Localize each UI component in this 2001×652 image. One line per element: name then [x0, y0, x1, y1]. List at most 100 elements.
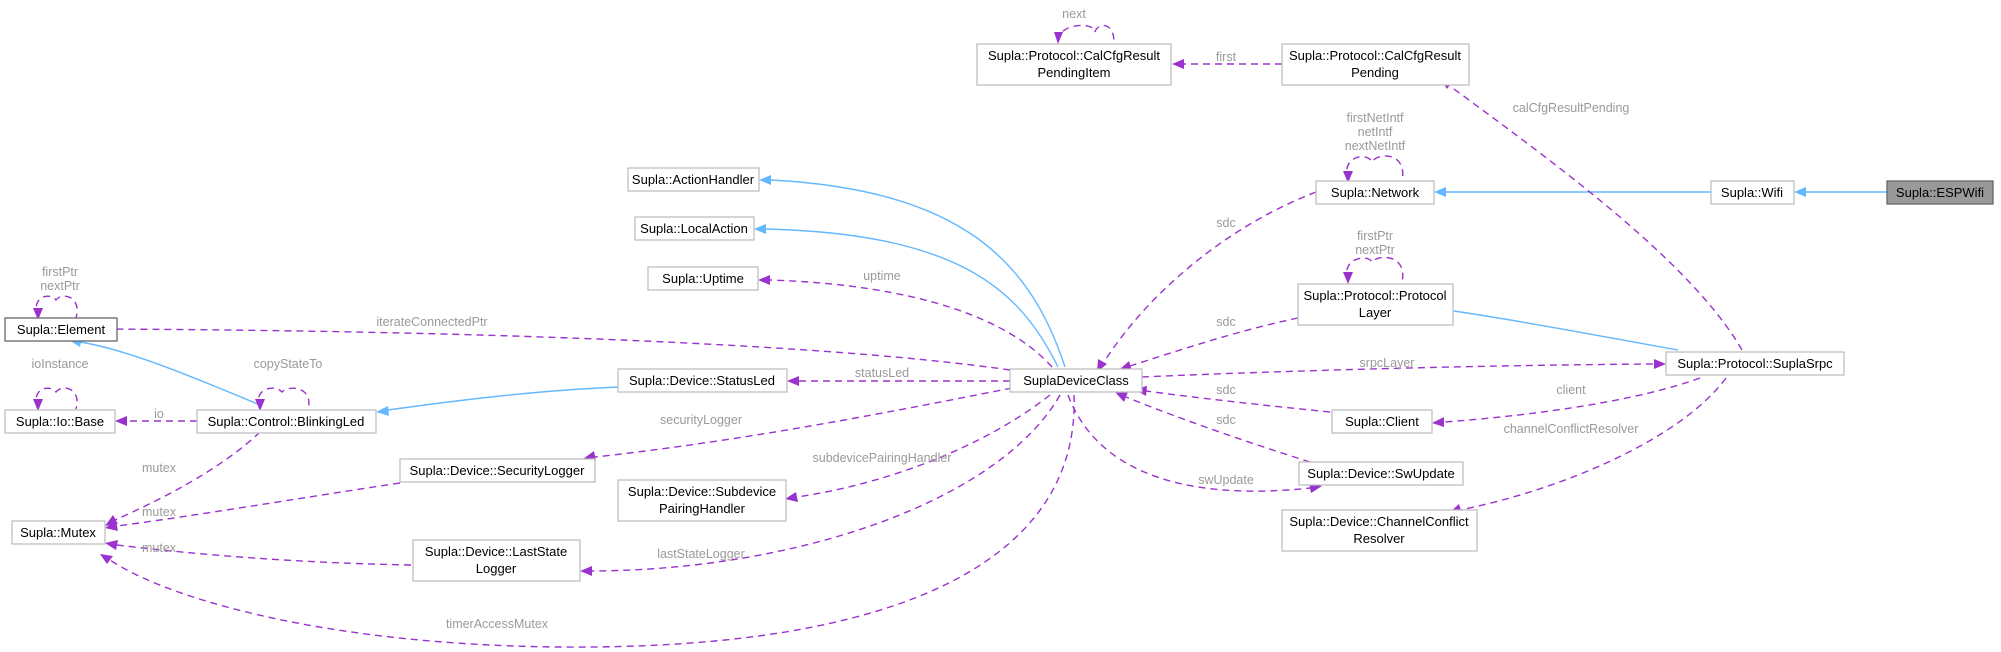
label-mutex-laststate: mutex: [142, 541, 177, 555]
node-label: Supla::Control::BlinkingLed: [208, 414, 365, 429]
arrowhead-icon: [100, 554, 113, 564]
node-label: SuplaDeviceClass: [1023, 373, 1129, 388]
edge-deviceclass-laststate: [591, 394, 1061, 572]
node-label-line1: Supla::Device::LastState: [425, 544, 567, 559]
edge-deviceclass-mutex: [109, 394, 1075, 648]
label-security-logger: securityLogger: [660, 413, 742, 427]
label-sdc-swupdate: sdc: [1216, 413, 1235, 427]
node-subdevice-pairing[interactable]: Supla::Device::Subdevice PairingHandler: [617, 479, 787, 522]
arrowhead-icon: [759, 175, 771, 185]
node-label: Supla::Client: [1345, 414, 1419, 429]
label-mutex-blinking: mutex: [142, 461, 177, 475]
label-io: io: [154, 407, 164, 421]
edge-protocol-self: [1345, 256, 1404, 283]
node-uptime[interactable]: Supla::Uptime: [647, 266, 759, 291]
arrowhead-icon: [787, 376, 799, 386]
edge-srpc-pending: [1449, 85, 1743, 351]
arrowhead-icon: [580, 566, 592, 576]
node-label: Supla::Wifi: [1721, 185, 1783, 200]
edge-deviceclass-actionhandler: [770, 179, 1066, 368]
label-next: next: [1062, 7, 1086, 21]
node-espwifi[interactable]: Supla::ESPWifi: [1886, 180, 1994, 205]
label-sdc-network: sdc: [1216, 216, 1235, 230]
arrowhead-icon: [1115, 392, 1128, 402]
arrowhead-icon: [255, 399, 265, 411]
node-calcfg-item[interactable]: Supla::Protocol::CalCfgResult PendingIte…: [976, 43, 1172, 86]
arrowhead-icon: [115, 416, 127, 426]
node-label: Supla::ESPWifi: [1896, 185, 1984, 200]
label-last-state-logger: lastStateLogger: [657, 547, 745, 561]
arrowhead-icon: [758, 275, 770, 285]
label-sw-update: swUpdate: [1198, 473, 1254, 487]
arrowhead-icon: [376, 406, 389, 416]
label-element-self-1: nextPtr: [40, 279, 80, 293]
edge-deviceclass-element: [88, 328, 1011, 371]
node-label-line1: Supla::Protocol::CalCfgResult: [1289, 48, 1461, 63]
edge-blinkingled-self: [257, 387, 310, 410]
node-label-line2: Layer: [1359, 305, 1392, 320]
node-status-led[interactable]: Supla::Device::StatusLed: [617, 368, 788, 393]
node-label: Supla::LocalAction: [640, 221, 748, 236]
edge-srpc-protocollayer: [1419, 305, 1679, 351]
node-network[interactable]: Supla::Network: [1315, 180, 1435, 205]
label-uptime: uptime: [863, 269, 901, 283]
node-wifi[interactable]: Supla::Wifi: [1710, 180, 1795, 205]
node-mutex[interactable]: Supla::Mutex: [11, 520, 106, 545]
label-srpc-layer: srpcLayer: [1360, 356, 1415, 370]
nodes: Supla::ESPWifi Supla::Wifi Supla::Networ…: [4, 43, 1994, 582]
node-blinking-led[interactable]: Supla::Control::BlinkingLed: [196, 409, 377, 434]
label-copy-state: copyStateTo: [254, 357, 323, 371]
label-sdc-protocol: sdc: [1216, 315, 1235, 329]
node-label: Supla::Uptime: [662, 271, 744, 286]
edge-deviceclass-securitylogger: [594, 387, 1013, 458]
node-io-base[interactable]: Supla::Io::Base: [4, 409, 116, 434]
node-label: Supla::Io::Base: [16, 414, 104, 429]
node-label-line2: PendingItem: [1038, 65, 1111, 80]
edge-deviceclass-localaction: [765, 228, 1059, 368]
node-label: Supla::Device::StatusLed: [629, 373, 775, 388]
label-channel-conflict: channelConflictResolver: [1504, 422, 1639, 436]
arrowhead-icon: [105, 540, 118, 550]
arrowhead-icon: [1654, 359, 1666, 369]
arrowhead-icon: [754, 224, 766, 234]
node-local-action[interactable]: Supla::LocalAction: [634, 216, 755, 241]
arrowhead-icon: [1343, 171, 1353, 183]
node-action-handler[interactable]: Supla::ActionHandler: [627, 167, 760, 192]
node-protocol-layer[interactable]: Supla::Protocol::Protocol Layer: [1297, 283, 1454, 326]
node-sw-update[interactable]: Supla::Device::SwUpdate: [1298, 461, 1464, 486]
label-element-self-0: firstPtr: [42, 265, 78, 279]
edge-swupdate-deviceclass: [1125, 396, 1311, 463]
label-client: client: [1556, 383, 1586, 397]
node-channel-conflict[interactable]: Supla::Device::ChannelConflict Resolver: [1281, 509, 1478, 552]
edge-io-self: [35, 387, 78, 410]
edge-calcfgitem-self: [1057, 24, 1115, 43]
edge-protocol-deviceclass: [1129, 317, 1299, 367]
node-last-state[interactable]: Supla::Device::LastState Logger: [412, 539, 581, 582]
edge-blinkingled-mutex: [114, 431, 261, 521]
label-iterate: iterateConnectedPtr: [376, 315, 487, 329]
edge-network-deviceclass: [1103, 191, 1317, 363]
label-first: first: [1216, 50, 1237, 64]
node-label-line1: Supla::Protocol::CalCfgResult: [988, 48, 1160, 63]
node-element[interactable]: Supla::Element: [4, 317, 118, 342]
node-label: Supla::Element: [17, 322, 106, 337]
arrowhead-icon: [105, 521, 118, 531]
node-device-class[interactable]: SuplaDeviceClass: [1009, 368, 1143, 393]
node-client[interactable]: Supla::Client: [1331, 409, 1433, 434]
edge-deviceclass-srpc: [1141, 363, 1655, 378]
arrowhead-icon: [1343, 272, 1353, 284]
node-label: Supla::Network: [1331, 185, 1420, 200]
arrowhead-icon: [1794, 187, 1806, 197]
node-label-line1: Supla::Device::Subdevice: [628, 484, 776, 499]
label-network-self-0: firstNetIntf: [1347, 111, 1404, 125]
node-label: Supla::Device::SecurityLogger: [410, 463, 586, 478]
node-calcfg-pending[interactable]: Supla::Protocol::CalCfgResult Pending: [1281, 43, 1470, 86]
node-label-line2: Resolver: [1353, 531, 1405, 546]
arrowhead-icon: [33, 399, 43, 411]
edge-element-self: [35, 295, 78, 319]
node-label: Supla::Mutex: [20, 525, 96, 540]
node-label-line2: Pending: [1351, 65, 1399, 80]
node-supla-srpc[interactable]: Supla::Protocol::SuplaSrpc: [1665, 351, 1845, 376]
node-security-logger[interactable]: Supla::Device::SecurityLogger: [399, 458, 596, 483]
